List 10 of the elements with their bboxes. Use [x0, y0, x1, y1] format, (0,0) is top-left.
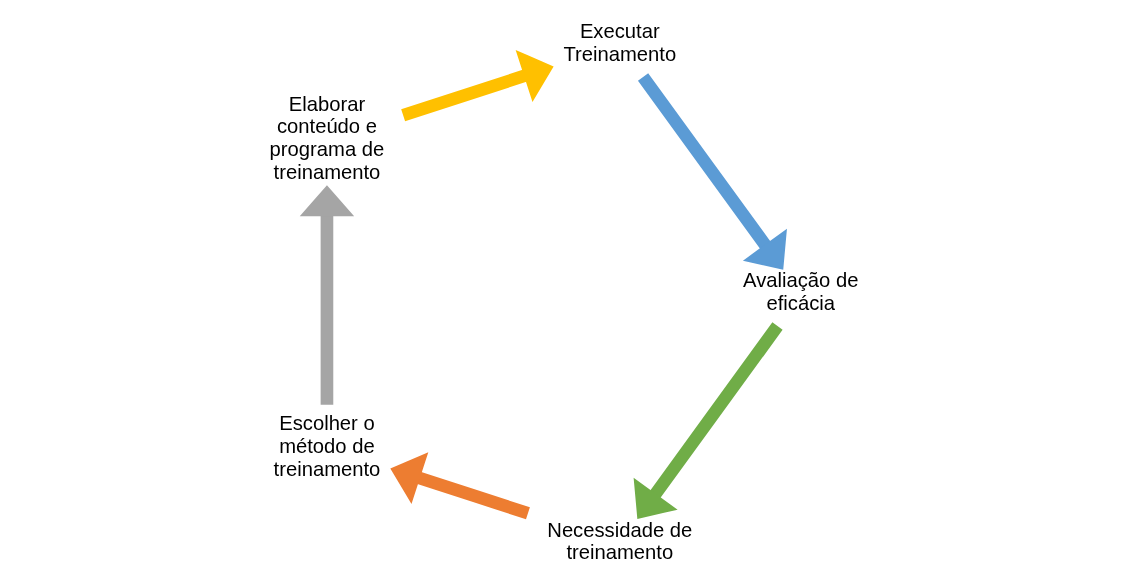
node-text: Escolher o método de treinamento	[273, 411, 381, 480]
node-text: Necessidade de treinamento	[547, 518, 693, 564]
arrow	[390, 452, 530, 520]
arrow	[401, 50, 554, 122]
node-text: Executar Treinamento	[563, 20, 677, 66]
node-text: Avaliação de eficácia	[743, 269, 859, 315]
arrow	[633, 322, 783, 519]
arrow	[637, 73, 787, 270]
node-text: Elaborar conteúdo e programa de treinamento	[269, 92, 385, 184]
arrow	[299, 185, 355, 405]
